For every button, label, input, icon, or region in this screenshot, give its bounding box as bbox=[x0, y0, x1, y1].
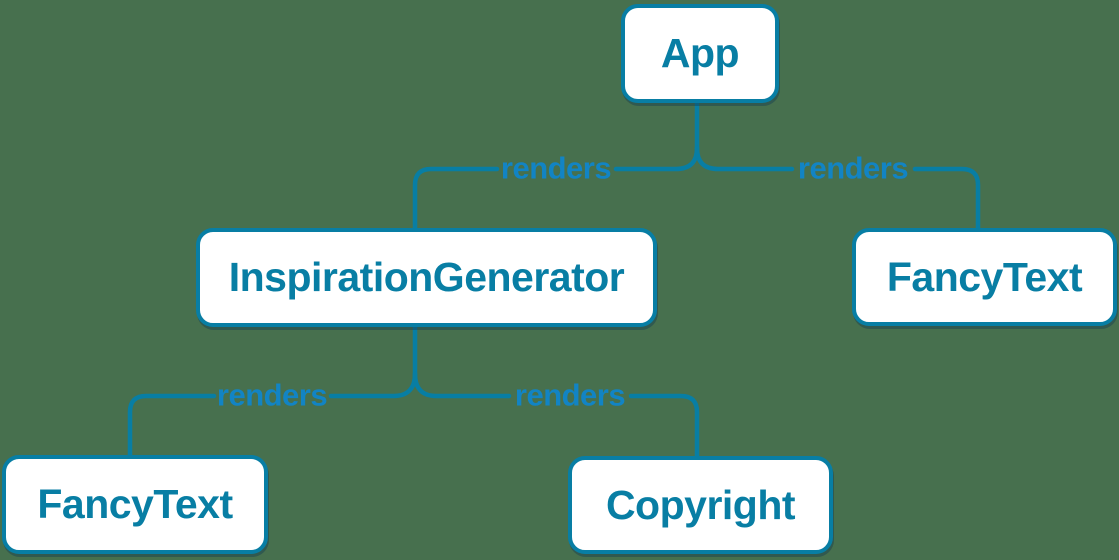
edge-app-to-fancytext-tail bbox=[912, 166, 981, 232]
edge-label-renders-app-inspirationgenerator: renders bbox=[500, 150, 612, 186]
node-app: App bbox=[621, 4, 779, 103]
node-copyright: Copyright bbox=[568, 456, 833, 554]
node-fancy-text-right-label: FancyText bbox=[886, 253, 1083, 300]
edge-inspirationgenerator-to-fancytext-tail bbox=[127, 393, 217, 459]
node-copyright-label: Copyright bbox=[605, 481, 796, 528]
node-inspiration-generator-label: InspirationGenerator bbox=[228, 254, 625, 300]
edge-label-renders-inspirationgenerator-fancytext: renders bbox=[216, 377, 328, 413]
node-inspiration-generator: InspirationGenerator bbox=[196, 228, 657, 327]
node-fancy-text-right: FancyText bbox=[852, 228, 1117, 326]
edge-app-to-inspirationgenerator bbox=[613, 145, 700, 172]
edge-inspirationgenerator-to-copyright-tail bbox=[628, 393, 700, 461]
edge-inspirationgenerator-to-copyright bbox=[412, 371, 512, 399]
edge-label-renders-app-fancytext: renders bbox=[797, 150, 909, 186]
node-app-label: App bbox=[660, 30, 740, 76]
edge-inspirationgenerator-to-fancytext bbox=[328, 371, 418, 399]
node-fancy-text-left-label: FancyText bbox=[37, 481, 233, 527]
edge-app-to-inspirationgenerator-tail bbox=[412, 166, 500, 232]
node-fancy-text-left: FancyText bbox=[2, 455, 268, 554]
edge-label-renders-inspirationgenerator-copyright: renders bbox=[514, 377, 626, 413]
edge-app-to-fancytext bbox=[694, 145, 795, 172]
